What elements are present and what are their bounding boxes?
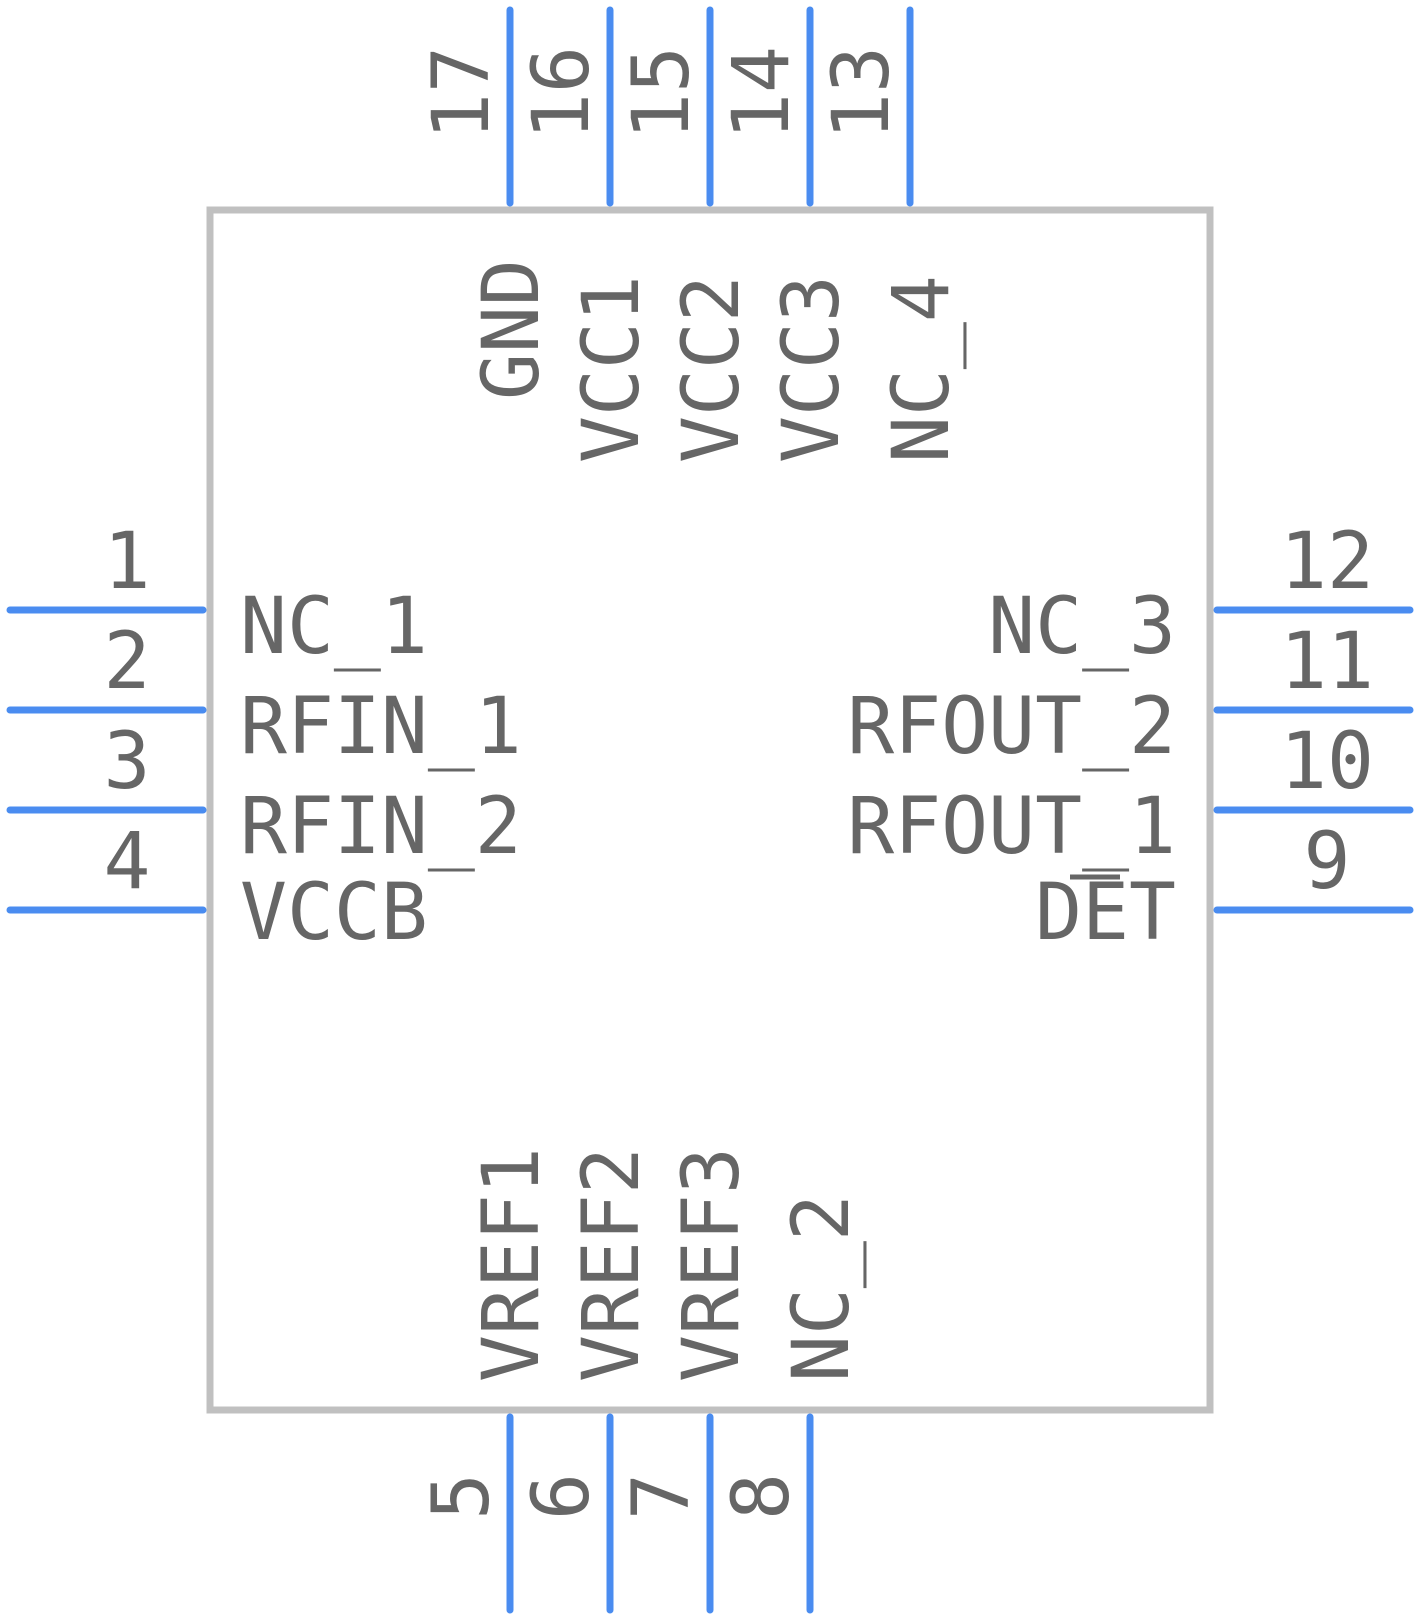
right-pin-12[interactable]: 12 NC_3 (988, 517, 1414, 672)
pin-name: NC_4 (877, 275, 967, 463)
pin-name: VCC3 (767, 275, 857, 463)
bottom-pin-5[interactable]: 5 VREF1 (417, 1147, 557, 1614)
bottom-pin-7[interactable]: 7 VREF3 (617, 1147, 757, 1614)
pin-number: 17 (417, 46, 507, 140)
pin-name: NC_1 (240, 582, 428, 672)
pin-number: 1 (104, 517, 151, 607)
right-pin-10[interactable]: 10 RFOUT_1 (847, 717, 1414, 872)
left-pin-4[interactable]: 4 VCCB (6, 817, 428, 958)
pin-number: 8 (717, 1473, 807, 1520)
pin-number: 7 (617, 1473, 707, 1520)
pin-name: GND (467, 259, 557, 400)
pin-number: 15 (617, 46, 707, 140)
pin-number: 16 (517, 46, 607, 140)
right-pin-11[interactable]: 11 RFOUT_2 (847, 617, 1414, 772)
pin-number: 6 (517, 1473, 607, 1520)
pin-name: VREF3 (667, 1147, 757, 1382)
pin-number: 12 (1280, 517, 1374, 607)
pin-number: 5 (417, 1473, 507, 1520)
bottom-pin-6[interactable]: 6 VREF2 (517, 1147, 657, 1614)
top-pin-15[interactable]: 15 VCC2 (617, 6, 757, 463)
pin-name: RFOUT_2 (847, 682, 1176, 772)
pin-name: NC_3 (988, 582, 1176, 672)
top-pin-17[interactable]: 17 GND (417, 6, 557, 400)
pin-number: 10 (1280, 717, 1374, 807)
left-pin-2[interactable]: 2 RFIN_1 (6, 617, 522, 772)
pin-number: 13 (817, 46, 907, 140)
pin-number: 4 (104, 817, 151, 907)
top-pin-16[interactable]: 16 VCC1 (517, 6, 657, 463)
pin-name: VREF2 (567, 1147, 657, 1382)
top-pin-14[interactable]: 14 VCC3 (717, 6, 857, 463)
pin-number: 2 (104, 617, 151, 707)
right-pin-9[interactable]: 9 DET (1035, 817, 1414, 958)
left-pin-1[interactable]: 1 NC_1 (6, 517, 428, 672)
pin-name: RFIN_1 (240, 682, 522, 772)
top-pin-13[interactable]: 13 NC_4 (817, 6, 967, 463)
pin-number: 3 (104, 717, 151, 807)
component-body (206, 206, 1214, 1414)
pin-name: NC_2 (777, 1194, 867, 1382)
pin-name: VCCB (240, 868, 428, 958)
left-pin-3[interactable]: 3 RFIN_2 (6, 717, 522, 872)
pin-number: 14 (717, 46, 807, 140)
pin-name: VCC1 (567, 275, 657, 463)
pin-name: VREF1 (467, 1147, 557, 1382)
pin-name: RFOUT_1 (847, 782, 1176, 872)
pin-number: 9 (1304, 817, 1351, 907)
pin-number: 11 (1280, 617, 1374, 707)
bottom-pin-8[interactable]: 8 NC_2 (717, 1194, 867, 1614)
pin-name: RFIN_2 (240, 782, 522, 872)
pin-name: DET (1035, 868, 1176, 958)
pin-name: VCC2 (667, 275, 757, 463)
